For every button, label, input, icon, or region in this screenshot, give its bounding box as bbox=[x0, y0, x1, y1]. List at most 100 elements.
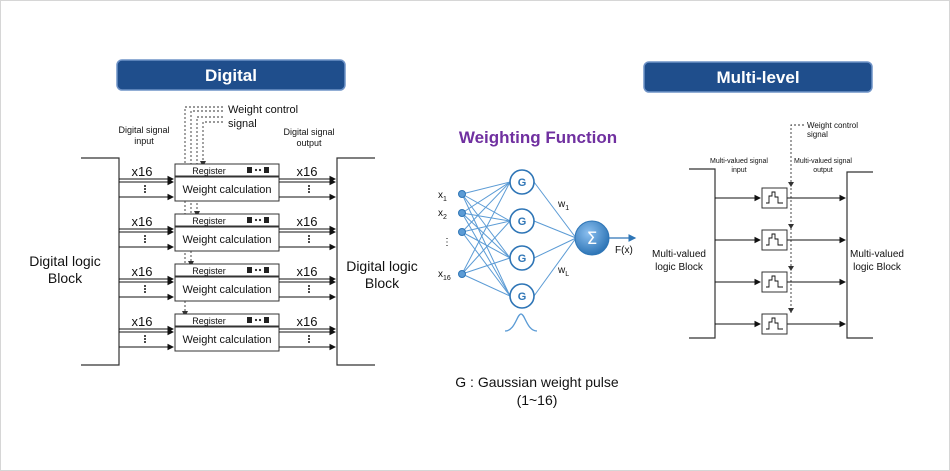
right-multivalued-block: Multi-valued logic Block bbox=[846, 171, 904, 339]
digital-signal-output-label-2: output bbox=[296, 138, 322, 148]
digital-header-text: Digital bbox=[205, 66, 257, 85]
register-box bbox=[174, 313, 280, 327]
gaussian-node bbox=[509, 208, 535, 234]
multilevel-row bbox=[715, 308, 847, 335]
gaussian-pulse-icon bbox=[504, 313, 538, 332]
weighting-function-title: Weighting Function bbox=[459, 128, 617, 147]
ellipsis-dots bbox=[144, 185, 146, 193]
register-box bbox=[174, 263, 280, 277]
multilevel-weight-box bbox=[761, 271, 788, 293]
output-fx-label: F(x) bbox=[615, 245, 633, 256]
input-node bbox=[458, 270, 466, 278]
weight-calculation-label: Weight calculation bbox=[182, 284, 271, 296]
gaussian-node-label: G bbox=[518, 216, 527, 228]
right-block-label-1: Digital logic bbox=[346, 258, 418, 274]
output-multiplier-label: x16 bbox=[297, 314, 318, 329]
input-signal-arrows bbox=[119, 225, 175, 251]
register-bits-icon bbox=[247, 317, 269, 323]
weight-control-label-2: signal bbox=[228, 118, 257, 130]
multilevel-header: Multi-level bbox=[643, 61, 873, 93]
x2-subscript: 2 bbox=[443, 214, 447, 221]
input-multiplier-label: x16 bbox=[132, 164, 153, 179]
multilevel-row bbox=[715, 224, 847, 251]
gaussian-node-label: G bbox=[518, 177, 527, 189]
ellipsis-dots bbox=[144, 285, 146, 293]
output-signal-arrows bbox=[279, 225, 337, 251]
connection-lines bbox=[461, 181, 577, 297]
digital-signal-input-label-1: Digital signal bbox=[118, 125, 169, 135]
input-multiplier-label: x16 bbox=[132, 314, 153, 329]
right-block-label-2: Block bbox=[365, 275, 400, 291]
mv-control-arrowhead bbox=[788, 266, 794, 271]
gaussian-node bbox=[509, 169, 535, 195]
x1-subscript: 1 bbox=[443, 196, 447, 203]
right-mv-block-label-2: logic Block bbox=[853, 262, 902, 273]
gaussian-node bbox=[509, 283, 535, 309]
left-mv-block-label-1: Multi-valued bbox=[652, 249, 706, 260]
digital-signal-input-label-2: input bbox=[134, 136, 154, 146]
ellipsis-dots bbox=[144, 335, 146, 343]
ellipsis-dots bbox=[308, 235, 310, 243]
multilevel-weight-box bbox=[761, 229, 788, 251]
input-signal-arrows bbox=[119, 275, 175, 301]
input-ellipsis: ⋮ bbox=[442, 237, 452, 248]
register-box bbox=[174, 163, 280, 177]
output-signal-arrows bbox=[279, 325, 337, 351]
input-signal-arrows bbox=[119, 175, 175, 201]
register-box bbox=[174, 213, 280, 227]
right-mv-block-label-1: Multi-valued bbox=[850, 249, 904, 260]
left-block-label-2: Block bbox=[48, 270, 83, 286]
output-signal-arrows bbox=[279, 275, 337, 301]
right-digital-logic-block: Digital logic Block bbox=[336, 157, 418, 366]
weight-calculation-label: Weight calculation bbox=[182, 234, 271, 246]
input-multiplier-label: x16 bbox=[132, 264, 153, 279]
left-block-label-1: Digital logic bbox=[29, 253, 101, 269]
multilevel-pulse-icon bbox=[766, 191, 783, 204]
multilevel-row bbox=[715, 182, 847, 209]
input-node bbox=[458, 228, 466, 236]
summation-symbol: Σ bbox=[587, 229, 598, 249]
weight-w1-label: w1 bbox=[557, 199, 569, 212]
weight-calculation-box bbox=[174, 226, 280, 252]
left-multivalued-block: Multi-valued logic Block bbox=[652, 168, 716, 339]
weight-calculation-box bbox=[174, 176, 280, 202]
left-mv-block-label-2: logic Block bbox=[655, 262, 704, 273]
caption-line-2: (1~16) bbox=[517, 392, 558, 408]
multilevel-row bbox=[715, 266, 847, 293]
input-multiplier-label: x16 bbox=[132, 214, 153, 229]
gaussian-node bbox=[509, 245, 535, 271]
input-x2-label: x2 bbox=[438, 208, 447, 221]
mv-weight-control-line bbox=[790, 124, 804, 313]
mv-weight-control-label-1: Weight control bbox=[807, 121, 858, 130]
weight-calculation-label: Weight calculation bbox=[182, 334, 271, 346]
digital-signal-output-label-1: Digital signal bbox=[283, 127, 334, 137]
mv-control-arrowhead bbox=[788, 182, 794, 187]
weight-wL-label: wL bbox=[557, 265, 569, 278]
wL-subscript: L bbox=[565, 271, 569, 278]
digital-header: Digital bbox=[116, 59, 346, 91]
ellipsis-dots bbox=[308, 185, 310, 193]
ellipsis-dots bbox=[308, 285, 310, 293]
multilevel-weight-box bbox=[761, 313, 788, 335]
multilevel-pulse-icon bbox=[766, 317, 783, 330]
register-bits-icon bbox=[247, 217, 269, 223]
mv-input-label-2: input bbox=[731, 167, 746, 174]
register-label: Register bbox=[192, 316, 226, 326]
w1-subscript: 1 bbox=[565, 205, 569, 212]
multilevel-pulse-icon bbox=[766, 275, 783, 288]
register-label: Register bbox=[192, 166, 226, 176]
register-bits-icon bbox=[247, 267, 269, 273]
weight-calculation-box bbox=[174, 276, 280, 302]
multilevel-rows bbox=[715, 182, 847, 335]
weight-calculation-box bbox=[174, 326, 280, 352]
gaussian-node-label: G bbox=[518, 253, 527, 265]
register-bits-icon bbox=[247, 167, 269, 173]
mv-control-arrowhead bbox=[788, 308, 794, 313]
